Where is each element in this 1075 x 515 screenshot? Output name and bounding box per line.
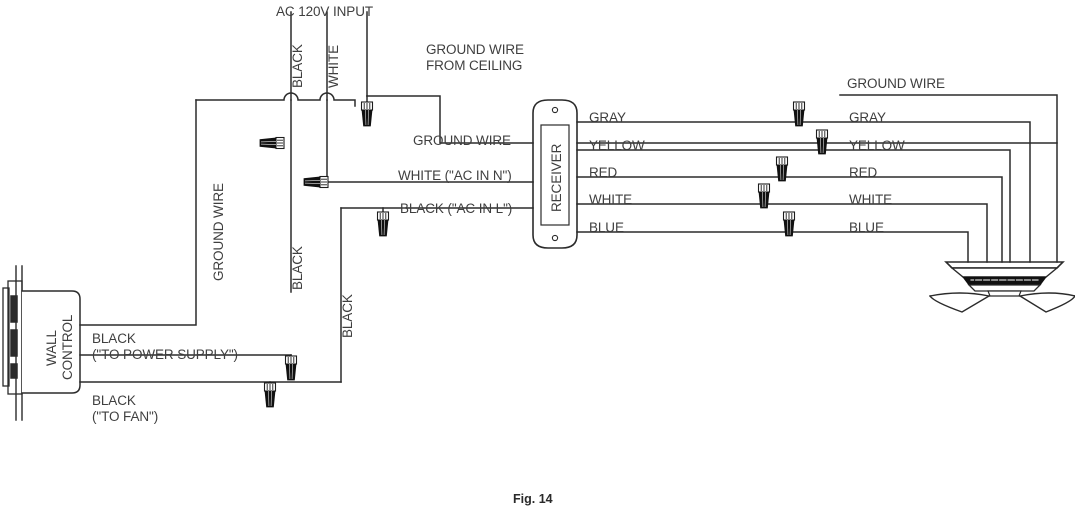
label-fan-ground: GROUND WIRE xyxy=(847,76,945,91)
label-to-fan-2: ("TO FAN") xyxy=(92,409,159,424)
label-fan-yellow: YELLOW xyxy=(849,138,905,153)
wire-gray xyxy=(576,121,1031,263)
wire-nut-ground-ceiling xyxy=(360,101,374,127)
label-black-lower-vertical: BLACK xyxy=(340,294,355,338)
label-ground-from-ceiling-1: GROUND WIRE xyxy=(426,42,524,57)
ground-bus-top xyxy=(195,92,356,107)
wire-red xyxy=(576,176,1003,263)
label-to-fan-1: BLACK xyxy=(92,393,136,408)
label-out-blue: BLUE xyxy=(589,220,624,235)
ceiling-fan-motor xyxy=(929,261,1075,313)
label-black-mid-vertical: BLACK xyxy=(290,246,305,290)
receiver-input-lines xyxy=(326,181,534,209)
wire-ground-to-receiver xyxy=(366,95,534,144)
label-fan-white: WHITE xyxy=(849,192,892,207)
label-out-yellow: YELLOW xyxy=(589,138,645,153)
label-ac-input: AC 120V INPUT xyxy=(276,4,373,19)
label-receiver-white-in: WHITE ("AC IN N") xyxy=(398,168,512,183)
wire-nut-yellow xyxy=(815,129,829,155)
wire-nut-red xyxy=(775,156,789,182)
wire-blue xyxy=(576,231,969,263)
ground-wire-top-right xyxy=(576,94,1058,263)
wire-nut-black-ac-in-l xyxy=(376,211,390,237)
label-wall-control-1: WALL xyxy=(44,330,59,366)
label-white-supply-vertical: WHITE xyxy=(326,45,341,88)
label-ground-wire-vertical: GROUND WIRE xyxy=(211,183,226,281)
label-wall-control-2: CONTROL xyxy=(60,314,75,380)
ground-wire-left-loop xyxy=(79,99,197,326)
wire-ground-left xyxy=(79,99,197,326)
label-fan-gray: GRAY xyxy=(849,110,886,125)
wall-control-module xyxy=(2,265,81,421)
label-black-supply-vertical: BLACK xyxy=(290,44,305,88)
label-power-supply-2: ("TO POWER SUPPLY") xyxy=(92,347,238,362)
wire-white-out xyxy=(576,203,988,263)
wall-control-wires xyxy=(79,354,342,383)
label-out-red: RED xyxy=(589,165,618,180)
ground-run-upper xyxy=(576,94,1058,144)
wire-yellow xyxy=(576,149,1011,263)
wire-nut-gray xyxy=(792,101,806,127)
label-out-gray: GRAY xyxy=(589,110,626,125)
figure-caption: Fig. 14 xyxy=(513,492,553,506)
label-fan-blue: BLUE xyxy=(849,220,884,235)
wire-nut-blue xyxy=(782,211,796,237)
receiver-module xyxy=(532,99,578,249)
label-power-supply-1: BLACK xyxy=(92,331,136,346)
label-receiver-ground: GROUND WIRE xyxy=(413,133,511,148)
label-fan-red: RED xyxy=(849,165,878,180)
wire-nut-to-fan xyxy=(263,382,277,408)
wire-nut-white-tap xyxy=(303,175,329,189)
label-ground-from-ceiling-2: FROM CEILING xyxy=(426,58,523,73)
wire-nut-white xyxy=(757,183,771,209)
label-receiver-black-in: BLACK ("AC IN L") xyxy=(400,201,513,216)
wire-nut-black-tap xyxy=(259,136,285,150)
wire-nut-power-supply xyxy=(284,355,298,381)
label-receiver: RECEIVER xyxy=(549,143,564,212)
supply-drop-wires xyxy=(290,11,368,101)
receiver-output-lines xyxy=(576,121,1031,263)
label-out-white: WHITE xyxy=(589,192,632,207)
